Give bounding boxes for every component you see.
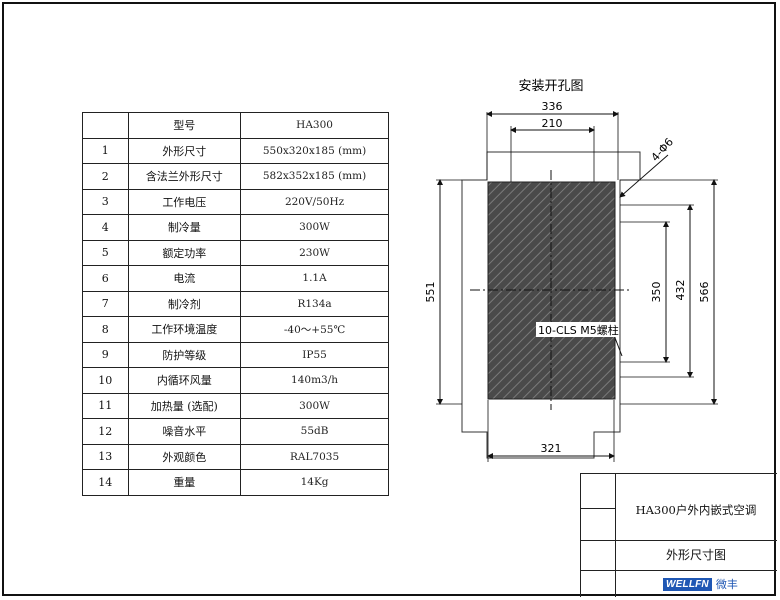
spec-row-name: 含法兰外形尺寸	[127, 163, 242, 190]
flange-outline	[461, 151, 641, 459]
logo-mark: WELLFN	[663, 577, 712, 591]
spec-row-number: 13	[82, 443, 129, 470]
spec-row-value: 550x320x185 (mm)	[240, 137, 389, 164]
dim-551-label: 551	[424, 282, 437, 303]
dim-566-label: 566	[698, 282, 711, 303]
spec-row-value: RAL7035	[240, 443, 389, 470]
drawing-title: 安装开孔图	[518, 79, 583, 94]
spec-row-number: 2	[82, 163, 129, 190]
dim-321-label: 321	[541, 442, 562, 455]
spec-row-name: 工作电压	[127, 188, 242, 215]
spec-row-number: 14	[82, 469, 129, 496]
dim-210-label: 210	[542, 117, 563, 130]
product-name: HA300户外内嵌式空调	[635, 503, 757, 517]
spec-row-value: 14Kg	[240, 469, 389, 496]
spec-row-number: 5	[82, 239, 129, 266]
spec-row-name: 工作环境温度	[127, 316, 242, 343]
dim-336-label: 336	[542, 100, 563, 113]
spec-row-value: 220V/50Hz	[240, 188, 389, 215]
drawing-name: 外形尺寸图	[665, 548, 726, 562]
spec-row-name: 制冷量	[127, 214, 242, 241]
spec-row-name: 噪音水平	[127, 418, 242, 445]
screw-note: 10-CLS M5螺柱	[538, 323, 619, 337]
spec-row-name: 重量	[127, 469, 242, 496]
spec-row-number: 3	[82, 188, 129, 215]
dim-350-label: 350	[650, 282, 663, 303]
spec-row-value: 140m3/h	[240, 367, 389, 394]
dim-432-label: 432	[674, 280, 687, 301]
spec-row-number: 6	[82, 265, 129, 292]
hole-leader	[619, 154, 669, 198]
company-logo: WELLFN 微丰	[663, 576, 738, 592]
spec-row-value: 55dB	[240, 418, 389, 445]
title-block: HA300户外内嵌式空调 外形尺寸图 WELLFN 微丰	[580, 473, 777, 597]
spec-row-value: 230W	[240, 239, 389, 266]
logo-cn-text: 微丰	[715, 578, 738, 591]
screw-note-bg	[536, 322, 618, 337]
